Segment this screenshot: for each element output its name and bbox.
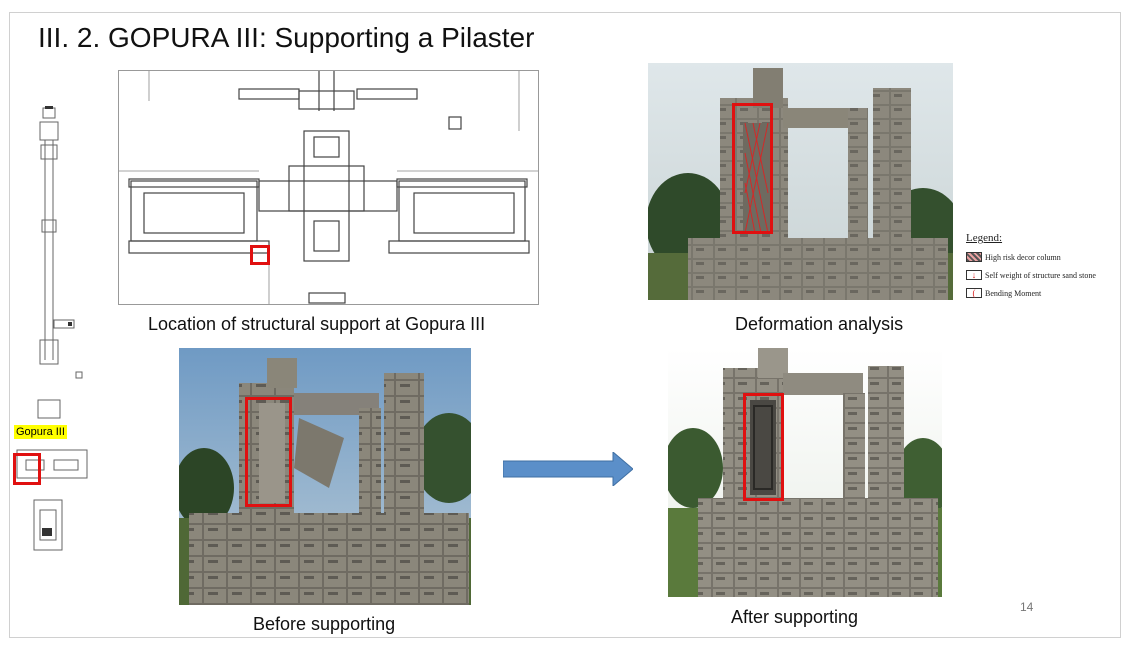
before-supporting-photo [179,348,471,605]
site-plan-vertical [12,100,92,560]
gopura-iii-label: Gopura III [14,425,67,439]
caption-after: After supporting [731,607,859,627]
legend-item: High risk decor column [966,248,1116,266]
legend-item: ( Bending Moment [966,284,1116,302]
before-column-highlight-box [245,397,292,507]
after-supporting-photo [668,348,942,597]
legend-item: ↓ Self weight of structure sand stone [966,266,1116,284]
moment-arc-icon: ( [966,288,982,298]
floor-plan [118,70,539,305]
hatched-column-icon [966,252,982,262]
legend-title: Legend: [966,232,1003,244]
gopura-iii-highlight-box [13,453,41,485]
caption-location: Location of structural support at Gopura… [148,314,486,334]
deformation-analysis-photo [648,63,953,300]
right-arrow-icon [503,452,633,486]
after-column-highlight-box [743,393,784,501]
deformation-column-highlight-box [732,103,773,234]
caption-deformation: Deformation analysis [735,314,904,334]
caption-before: Before supporting [253,614,396,634]
legend: Legend: High risk decor column ↓ Self we… [966,232,1116,302]
slide-title: III. 2. GOPURA III: Supporting a Pilaste… [38,22,535,53]
down-arrow-icon: ↓ [966,270,982,280]
support-location-highlight-box [250,245,270,265]
page-number: 14 [1020,600,1034,614]
